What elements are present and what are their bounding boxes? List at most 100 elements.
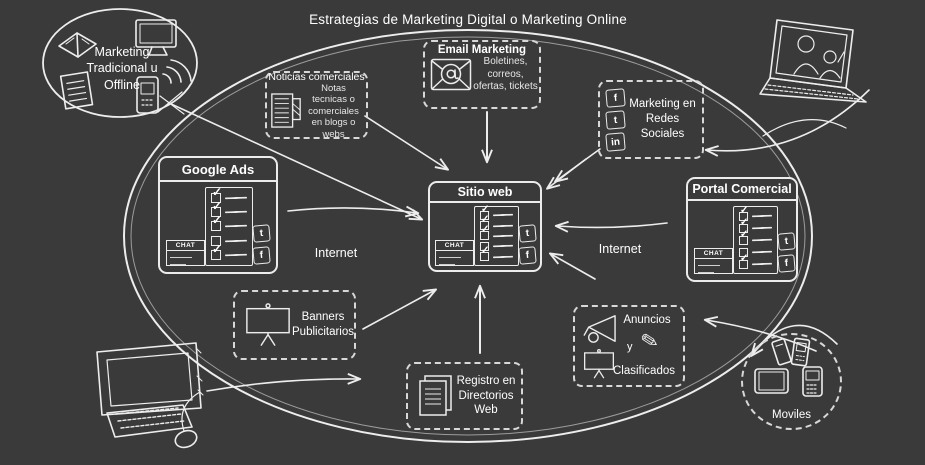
check-icon: ✓ xyxy=(740,204,749,216)
checklist-row: ✓ xyxy=(480,225,514,241)
facebook-icon: f xyxy=(605,87,626,108)
email-marketing-title: Email Marketing xyxy=(437,44,527,56)
arrow-googleads-to-sitio xyxy=(287,205,420,218)
node-banners: Banners Publicitarios xyxy=(233,290,356,360)
twitter-icon: t xyxy=(518,224,537,243)
internet-label-right: Internet xyxy=(598,242,642,256)
book-icon xyxy=(58,32,97,58)
arrow-offline-to-sitio xyxy=(157,91,424,221)
newspaper-icon xyxy=(271,93,301,129)
node-google-ads: Google Ads CHAT ✓ ✓ ✓ ✓ t f xyxy=(158,156,278,274)
chat-widget: CHAT xyxy=(166,240,205,266)
checklist-row: ✓ xyxy=(211,186,248,204)
checklist-row: ✓ xyxy=(211,214,248,232)
node-sitio-web: Sitio web CHAT ✓ ✓ ✓ ✓ t f xyxy=(428,181,542,272)
megaphone-icon xyxy=(583,315,616,343)
check-icon: ✓ xyxy=(481,224,490,236)
twitter-icon: t xyxy=(777,232,796,251)
arrow-computer-to-ellipse xyxy=(206,372,362,392)
checklist-row xyxy=(480,241,514,251)
registro-label: Registro en Directorios Web xyxy=(456,375,516,417)
facebook-icon: f xyxy=(777,254,796,273)
twitter-icon: t xyxy=(252,224,271,243)
checklist: ✓ ✓ ✓ ✓ xyxy=(733,205,778,274)
checklist-row: ✓ xyxy=(739,253,773,269)
google-ads-title: Google Ads xyxy=(160,158,276,182)
checklist-row: ✓ xyxy=(480,215,514,231)
check-icon: ✓ xyxy=(212,213,223,228)
sign-icon xyxy=(584,349,614,379)
check-icon: ✓ xyxy=(740,252,749,264)
internet-label-left: Internet xyxy=(314,246,358,260)
chat-scribble xyxy=(698,262,721,266)
redes-sociales-label: Marketing en Redes Sociales xyxy=(629,98,696,140)
arrow-redes-to-sitio xyxy=(546,148,601,190)
chat-scribble xyxy=(698,269,714,273)
people-on-screen xyxy=(793,35,845,79)
mobile-signal-icon xyxy=(136,59,192,114)
check-icon: ✓ xyxy=(740,216,749,228)
chat-scribble xyxy=(439,261,455,265)
checklist: ✓ ✓ ✓ ✓ xyxy=(205,186,253,266)
clasificados-word: Clasificados xyxy=(613,365,675,377)
check-icon: ✓ xyxy=(481,214,490,226)
billboard-icon xyxy=(246,303,290,346)
node-registro-directorios: Registro en Directorios Web xyxy=(406,362,523,430)
checklist-row: ✓ xyxy=(739,205,773,221)
arrow-banners-to-sitio xyxy=(362,288,438,330)
noticias-title: Noticias comerciales xyxy=(268,71,365,83)
check-icon: ✓ xyxy=(212,185,223,200)
checklist-row: ✓ xyxy=(211,200,248,218)
node-portal-comercial: Portal Comercial CHAT ✓ ✓ ✓ ✓ t f xyxy=(686,177,798,282)
facebook-icon: f xyxy=(518,246,537,265)
main-ellipse xyxy=(123,29,813,443)
arrow-noticias-to-sitio xyxy=(364,115,449,171)
tv-icon xyxy=(135,19,177,56)
chat-scribble xyxy=(170,261,186,265)
offline-ellipse xyxy=(42,8,198,118)
checklist-row: ✓ xyxy=(480,246,514,262)
checklist-row: ✓ xyxy=(211,243,248,260)
twitter-icon: t xyxy=(605,109,626,130)
node-moviles: Moviles xyxy=(741,333,842,430)
node-noticias-comerciales: Noticias comerciales Notas tecnicas o co… xyxy=(265,71,368,140)
portal-comercial-title: Portal Comercial xyxy=(688,179,796,201)
checklist-row xyxy=(739,247,773,257)
chat-scribble xyxy=(170,254,193,258)
chat-header: CHAT xyxy=(167,241,204,251)
anuncios-word-y: y xyxy=(627,341,633,353)
check-icon: ✓ xyxy=(740,228,749,240)
checklist-row: ✓ xyxy=(480,204,514,220)
checklist: ✓ ✓ ✓ ✓ xyxy=(474,204,519,266)
checklist-row xyxy=(211,235,248,246)
chat-widget: CHAT xyxy=(694,248,733,274)
linkedin-icon: in xyxy=(605,131,626,152)
arrow-anuncios-to-sitio xyxy=(548,252,596,280)
check-icon: ✓ xyxy=(212,241,223,256)
offline-marketing-label: Marketing Tradicional u Offline xyxy=(86,45,158,92)
email-envelope-icon xyxy=(430,58,472,90)
check-icon: ✓ xyxy=(481,203,490,215)
check-icon: ✓ xyxy=(212,199,223,214)
check-icon: ✓ xyxy=(481,245,490,257)
anuncios-word: Anuncios xyxy=(623,314,671,326)
chat-header: CHAT xyxy=(695,249,732,259)
documents-icon xyxy=(59,71,94,110)
diagram-title: Estrategias de Marketing Digital o Marke… xyxy=(309,12,627,27)
checklist-row: ✓ xyxy=(739,229,773,245)
noticias-desc: Notas tecnicas o comerciales en blogs o … xyxy=(308,83,359,140)
email-marketing-desc: Boletines, correos, ofertas, tickets xyxy=(473,56,538,92)
checklist-row: ✓ xyxy=(739,217,773,233)
arrow-laptop-to-ellipse xyxy=(704,89,870,157)
node-redes-sociales: f t in Marketing en Redes Sociales xyxy=(598,80,704,159)
sitio-web-title: Sitio web xyxy=(430,183,540,203)
chat-scribble xyxy=(439,254,462,258)
moviles-label: Moviles xyxy=(772,409,811,421)
chat-widget: CHAT xyxy=(435,240,474,266)
directory-document-icon xyxy=(419,375,452,416)
chat-header: CHAT xyxy=(436,241,473,251)
node-email-marketing: Email Marketing Boletines, correos, ofer… xyxy=(423,40,541,109)
desktop-computer-illustration xyxy=(96,342,204,449)
arrow-portal-to-sitio xyxy=(554,220,668,233)
